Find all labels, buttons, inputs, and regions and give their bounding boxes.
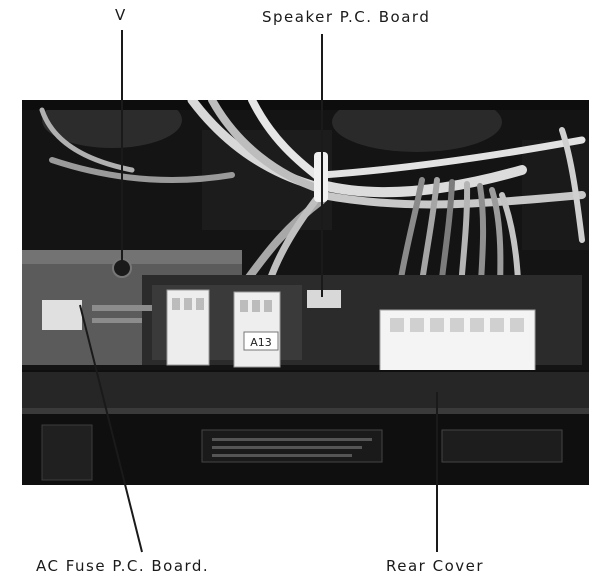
connector-tag-text: A13 <box>250 336 272 349</box>
v-point <box>112 258 132 278</box>
chassis-photo: A13 <box>22 100 589 485</box>
callout-label-rear-cover: Rear Cover <box>386 557 485 575</box>
callout-label-speaker-board: Speaker P.C. Board <box>262 8 431 26</box>
speaker-board-component <box>307 290 341 308</box>
callout-label-v: V <box>115 6 127 24</box>
rear-cover-area <box>22 370 589 485</box>
wire-tie <box>314 152 328 202</box>
connector-tag <box>243 331 279 351</box>
wire-harness <box>39 100 586 284</box>
large-connector <box>379 309 536 379</box>
small-connectors: A13 <box>166 289 281 368</box>
callout-label-ac-fuse-board: AC Fuse P.C. Board. <box>36 557 210 575</box>
